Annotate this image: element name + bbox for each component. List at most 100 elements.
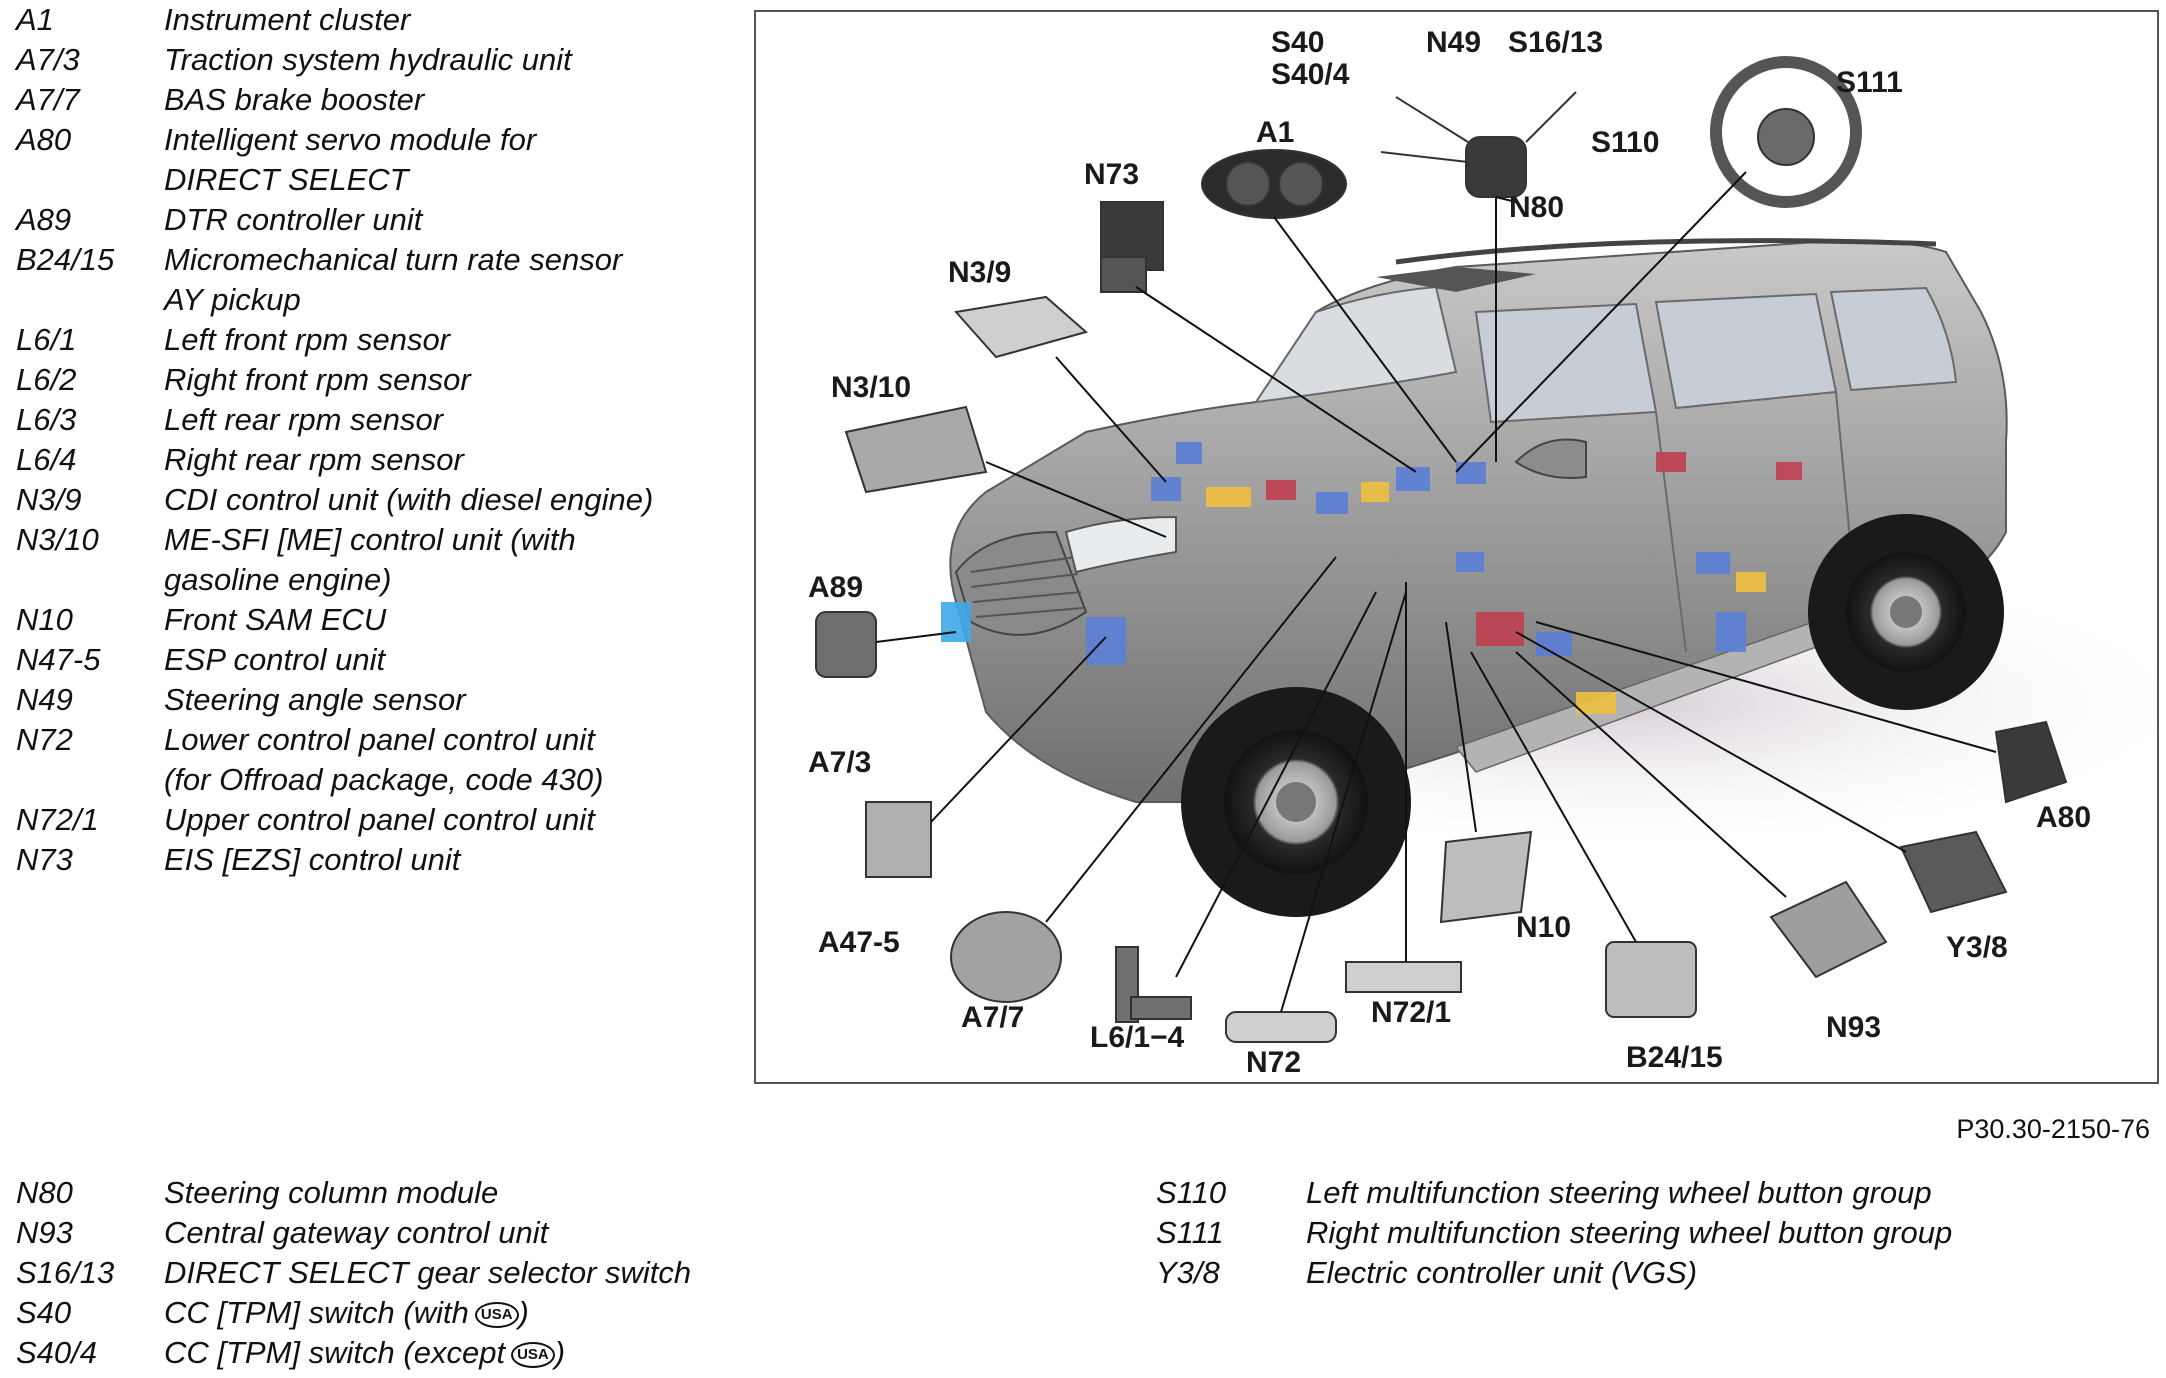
component-icons — [815, 56, 2068, 1043]
legend-desc-line: Micromechanical turn rate sensor — [164, 242, 623, 277]
label-n72: N72 — [1246, 1046, 1301, 1079]
legend-desc: Steering angle sensor — [164, 682, 466, 717]
label-n49: N49 — [1426, 26, 1481, 59]
label-s110: S110 — [1591, 126, 1659, 159]
legend-desc: ME-SFI [ME] control unit (with gasoline e… — [164, 520, 736, 600]
label-s40-4: S40/4 — [1271, 58, 1350, 91]
legend-code: N80 — [16, 1175, 73, 1210]
component-location-figure: S40 S40/4 N49 S16/13 S111 S110 A1 N73 N8… — [754, 10, 2159, 1084]
legend-code: N72 — [16, 722, 73, 757]
label-s40: S40 — [1271, 26, 1324, 59]
usa-badge: USA — [511, 1342, 555, 1368]
leader-lines — [875, 171, 1997, 1013]
legend-desc: DTR controller unit — [164, 202, 423, 237]
label-n73: N73 — [1084, 158, 1139, 191]
legend-code: L6/4 — [16, 442, 77, 477]
legend-desc: Right multifunction steering wheel butto… — [1306, 1215, 1953, 1250]
legend-row: S16/13 DIRECT SELECT gear selector switch — [16, 1253, 1116, 1293]
legend-desc: Right rear rpm sensor — [164, 442, 464, 477]
legend-desc-line: AY pickup — [164, 282, 301, 317]
legend-desc: Left rear rpm sensor — [164, 402, 444, 437]
figure-id: P30.30-2150-76 — [1956, 1114, 2150, 1144]
legend-code: S110 — [1156, 1175, 1227, 1210]
legend-code: S16/13 — [16, 1255, 115, 1290]
label-s111: S111 — [1836, 66, 1903, 99]
internal-modules — [941, 442, 1802, 714]
legend-code: N47-5 — [16, 642, 101, 677]
legend-row: N3/10 ME-SFI [ME] control unit (with gasol… — [16, 520, 736, 600]
label-s16-13: S16/13 — [1508, 26, 1603, 59]
label-b24-15: B24/15 — [1626, 1041, 1723, 1074]
legend-desc-line: Intelligent servo module for — [164, 122, 537, 157]
legend-row: L6/4 Right rear rpm sensor — [16, 440, 736, 480]
legend-desc: EIS [EZS] control unit — [164, 842, 461, 877]
legend-desc: Instrument cluster — [164, 2, 411, 37]
legend-code: S40 — [16, 1295, 72, 1330]
legend-code: L6/3 — [16, 402, 77, 437]
legend-code: N3/10 — [16, 522, 99, 557]
label-n10: N10 — [1516, 911, 1571, 944]
legend-row: N80 Steering column module — [16, 1173, 1116, 1213]
legend-row: S110 Left multifunction steering wheel bu… — [1156, 1173, 2156, 1213]
legend-top: A1 Instrument cluster A7/3 Traction system… — [16, 0, 736, 880]
label-a7-7: A7/7 — [961, 1001, 1024, 1034]
legend-code: A89 — [16, 202, 72, 237]
label-n93: N93 — [1826, 1011, 1881, 1044]
legend-code: Y3/8 — [1156, 1255, 1220, 1290]
legend-desc: BAS brake booster — [164, 82, 425, 117]
legend-desc: Front SAM ECU — [164, 602, 387, 637]
legend-row: A7/3 Traction system hydraulic unit — [16, 40, 736, 80]
label-y3-8: Y3/8 — [1946, 931, 2008, 964]
legend-row: N93 Central gateway control unit — [16, 1213, 1116, 1253]
legend-desc: CDI control unit (with diesel engine) — [164, 482, 654, 517]
legend-code: N3/9 — [16, 482, 82, 517]
legend-code: N72/1 — [16, 802, 99, 837]
legend-code: A7/3 — [16, 42, 80, 77]
front-wheel — [1181, 687, 1411, 917]
legend-desc: Left front rpm sensor — [164, 322, 451, 357]
legend-code: A1 — [16, 2, 54, 37]
legend-row: N47-5 ESP control unit — [16, 640, 736, 680]
legend-desc-line: DIRECT SELECT — [164, 162, 409, 197]
legend-code: N10 — [16, 602, 73, 637]
legend-desc: Electric controller unit (VGS) — [1306, 1255, 1698, 1290]
legend-code: L6/2 — [16, 362, 77, 397]
legend-desc-line: gasoline engine) — [164, 562, 392, 597]
legend-row: S111 Right multifunction steering wheel b… — [1156, 1213, 2156, 1253]
label-a80: A80 — [2036, 801, 2091, 834]
legend-code: B24/15 — [16, 242, 115, 277]
label-a47-5: A47-5 — [818, 926, 900, 959]
legend-desc: Left multifunction steering wheel button… — [1306, 1175, 1932, 1210]
legend-code: N93 — [16, 1215, 73, 1250]
legend-desc: Steering column module — [164, 1175, 499, 1210]
legend-desc: ESP control unit — [164, 642, 386, 677]
legend-desc: Upper control panel control unit — [164, 802, 595, 837]
legend-desc-line: ME-SFI [ME] control unit (with — [164, 522, 576, 557]
legend-desc-text: CC [TPM] switch (with — [164, 1295, 469, 1330]
legend-code: N73 — [16, 842, 73, 877]
label-l6-1-4: L6/1−4 — [1090, 1021, 1185, 1054]
legend-desc: Traction system hydraulic unit — [164, 42, 572, 77]
legend-row: Y3/8 Electric controller unit (VGS) — [1156, 1253, 2156, 1293]
diagram-labels: S40 S40/4 N49 S16/13 S111 S110 A1 N73 N8… — [808, 26, 2091, 1079]
legend-row: N72/1 Upper control panel control unit — [16, 800, 736, 840]
label-a89: A89 — [808, 571, 863, 604]
legend-row: N10 Front SAM ECU — [16, 600, 736, 640]
legend-desc: DIRECT SELECT gear selector switch — [164, 1255, 692, 1290]
legend-desc: Central gateway control unit — [164, 1215, 549, 1250]
car-diagram: S40 S40/4 N49 S16/13 S111 S110 A1 N73 N8… — [808, 26, 2157, 1079]
legend-desc-line: Lower control panel control unit — [164, 722, 595, 757]
legend-bottom-right: S110 Left multifunction steering wheel bu… — [1156, 1173, 2156, 1293]
legend-code: S111 — [1156, 1215, 1224, 1250]
legend-row: N73 EIS [EZS] control unit — [16, 840, 736, 880]
legend-row: A1 Instrument cluster — [16, 0, 736, 40]
label-a1: A1 — [1256, 116, 1294, 149]
